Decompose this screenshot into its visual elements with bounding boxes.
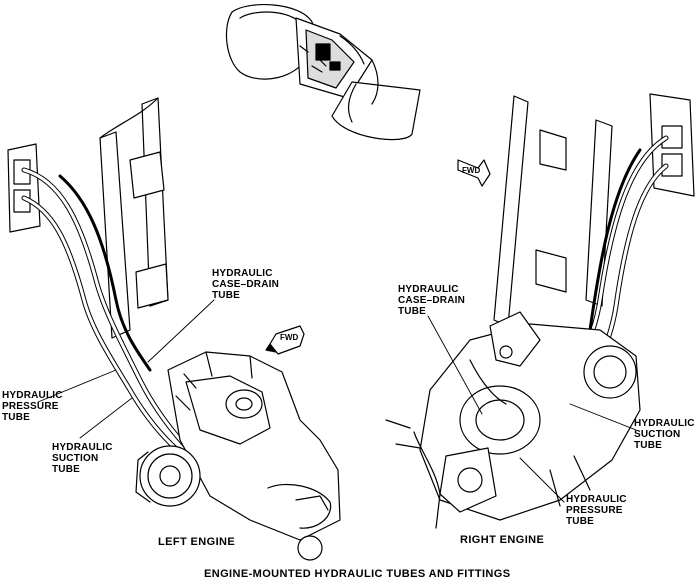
left-engine-caption: LEFT ENGINE xyxy=(158,536,236,548)
top-component-illustration xyxy=(225,3,421,141)
right-fwd-arrow xyxy=(457,159,491,187)
left-suction-label: HYDRAULIC SUCTION TUBE xyxy=(52,442,113,475)
right-suction-label: HYDRAULIC SUCTION TUBE xyxy=(634,418,695,451)
left-fwd-arrow xyxy=(265,325,305,355)
left-pressure-label: HYDRAULIC PRESSURE TUBE xyxy=(2,390,63,423)
left-fwd-label: FWD xyxy=(280,333,299,342)
right-pressure-label: HYDRAULIC PRESSURE TUBE xyxy=(566,494,627,527)
right-case-drain-label: HYDRAULIC CASE–DRAIN TUBE xyxy=(398,284,466,317)
right-engine-illustration xyxy=(385,93,695,529)
right-fwd-label: FWD xyxy=(462,166,481,175)
left-case-drain-label: HYDRAULIC CASE–DRAIN TUBE xyxy=(212,268,280,301)
leader-lines xyxy=(37,299,637,503)
right-engine-caption: RIGHT ENGINE xyxy=(460,534,545,546)
left-engine-illustration xyxy=(7,97,341,561)
figure-title: ENGINE-MOUNTED HYDRAULIC TUBES AND FITTI… xyxy=(204,568,511,580)
